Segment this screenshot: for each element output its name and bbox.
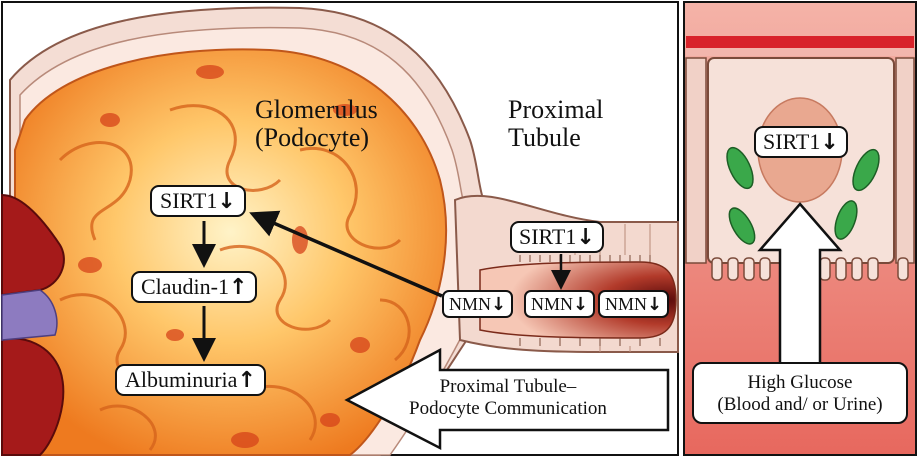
proximal-tubule-label: Proximal Tubule <box>508 96 603 152</box>
sirt1-cell-pill: SIRT1↓ <box>754 126 848 158</box>
glomerulus-label: Glomerulus (Podocyte) <box>255 96 378 152</box>
mesangial-cells <box>2 290 57 340</box>
sirt1-tubule-pill: SIRT1↓ <box>510 221 604 253</box>
glucose-box: High Glucose (Blood and/ or Urine) <box>692 362 908 424</box>
claudin-pill: Claudin-1↑ <box>131 271 257 303</box>
communication-label: Proximal Tubule– Podocyte Communication <box>409 376 607 420</box>
basement-membrane <box>686 36 914 48</box>
albuminuria-pill: Albuminuria↑ <box>115 364 266 396</box>
nmn-pill-2: NMN↓ <box>524 290 595 318</box>
nmn-pill-1: NMN↓ <box>442 290 513 318</box>
sirt1-podocyte-pill: SIRT1↓ <box>150 185 246 217</box>
nmn-pill-3: NMN↓ <box>598 290 669 318</box>
